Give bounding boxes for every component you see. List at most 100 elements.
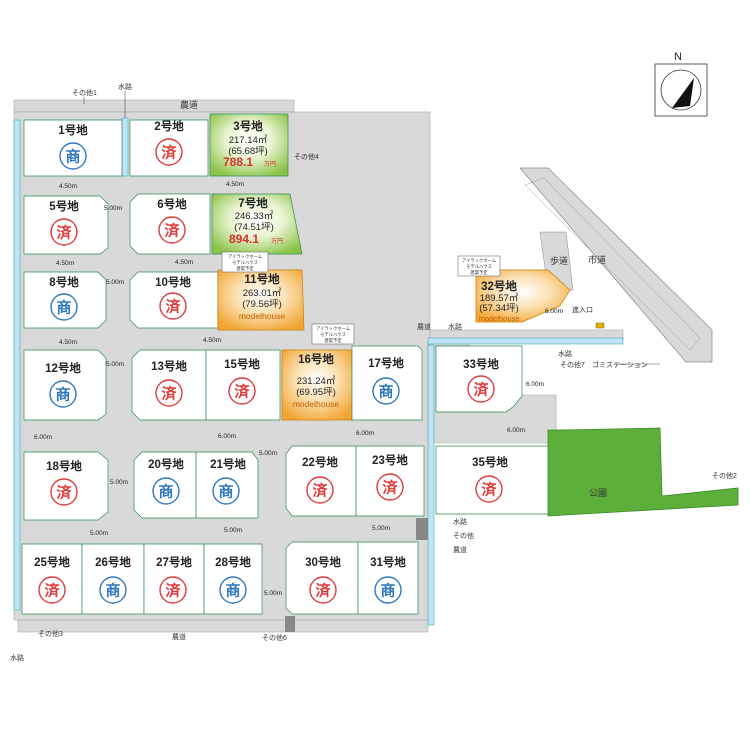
status-seals: 商 済 済 済 商 済 商 済 済 商 済 商 商 済 済 済 商 済 商 済 …	[38, 138, 503, 604]
svg-text:済: 済	[312, 482, 328, 500]
model-house-notes: アイラックホーム モデルハウス 建築予定 アイラックホーム モデルハウス 建築予…	[221, 251, 501, 345]
commercial-seal: 商	[219, 576, 247, 604]
svg-text:4.50m: 4.50m	[59, 339, 77, 346]
svg-text:モデルハウス: モデルハウス	[466, 263, 492, 270]
svg-text:6.00m: 6.00m	[526, 381, 544, 388]
lot-no: 20号地	[148, 457, 184, 471]
svg-text:建築予定: 建築予定	[470, 269, 488, 276]
label-entrance: 進入口	[572, 305, 593, 314]
lot-no: 21号地	[210, 457, 246, 471]
sold-seal: 済	[306, 476, 334, 504]
lot-no: 32号地	[481, 279, 517, 293]
svg-text:4.50m: 4.50m	[226, 181, 244, 188]
label-waterway-top: 水路	[118, 82, 132, 91]
svg-text:6.00m: 6.00m	[545, 308, 563, 315]
lot-area: 189.57㎡	[480, 293, 519, 304]
commercial-seal: 商	[212, 477, 240, 505]
lot-32[interactable]	[475, 269, 571, 323]
lot-no: 6号地	[157, 197, 187, 211]
lot-tsubo: (65.68坪)	[228, 145, 268, 157]
sold-seal: 済	[159, 576, 187, 604]
lot-area: 263.01㎡	[243, 288, 282, 299]
label-other-lower: その他	[453, 531, 474, 540]
sold-seal: 済	[309, 576, 337, 604]
lot-area: 231.24㎡	[297, 376, 336, 387]
map-labels: その他1 水路 農道 その他4 農道 水路 歩道 市道 進入口 水路 その他7 …	[10, 82, 737, 662]
label-farm-road-mid: 農道	[417, 322, 431, 331]
svg-text:モデルハウス: モデルハウス	[232, 259, 258, 266]
lot-tsubo: (79.56坪)	[242, 298, 282, 310]
svg-text:商: 商	[65, 148, 80, 166]
svg-text:済: 済	[165, 298, 181, 316]
lot-no: 2号地	[154, 119, 184, 133]
svg-text:アイラックホーム: アイラックホーム	[462, 258, 497, 264]
svg-text:商: 商	[55, 386, 70, 404]
sold-seal: 済	[228, 377, 256, 405]
modelhouse-tag: modelhouse	[293, 399, 340, 409]
svg-text:5.00m: 5.00m	[106, 361, 124, 368]
lot-no: 10号地	[155, 275, 191, 289]
modelhouse-tag: modelhouse	[239, 311, 286, 321]
lot-3[interactable]	[209, 113, 289, 177]
sold-seal: 済	[50, 478, 78, 506]
lot-no: 33号地	[463, 357, 499, 371]
svg-text:商: 商	[56, 299, 71, 317]
sold-seal: 済	[159, 292, 187, 320]
svg-text:アイラックホーム: アイラックホーム	[316, 326, 351, 332]
label-waterway-bottom: 水路	[10, 653, 24, 662]
label-other4: その他4	[294, 152, 319, 161]
north-compass: N	[654, 51, 708, 117]
svg-text:商: 商	[158, 483, 173, 501]
lot-no: 30号地	[305, 555, 341, 569]
svg-text:5.00m: 5.00m	[224, 527, 242, 534]
commercial-seal: 商	[372, 377, 400, 405]
lot-no: 18号地	[46, 459, 82, 473]
svg-text:5.00m: 5.00m	[259, 450, 277, 457]
lot-no: 11号地	[244, 272, 280, 286]
modelhouse-tag: modelhouse	[479, 314, 520, 323]
lot-price: 894.1	[229, 232, 259, 246]
lot-area: 217.14㎡	[229, 135, 268, 146]
svg-text:5.00m: 5.00m	[372, 525, 390, 532]
sold-seal: 済	[158, 216, 186, 244]
price-unit: 万円	[271, 238, 283, 245]
lot-no: 15号地	[224, 357, 260, 371]
svg-text:済: 済	[382, 479, 398, 497]
svg-text:6.00m: 6.00m	[218, 433, 236, 440]
lot-11[interactable]	[217, 269, 305, 331]
label-sidewalk: 歩道	[550, 255, 568, 266]
sold-seal: 済	[155, 379, 183, 407]
lot-area: 246.33㎡	[235, 211, 274, 222]
svg-text:済: 済	[161, 144, 177, 162]
lot-no: 1号地	[58, 123, 88, 137]
svg-text:商: 商	[380, 582, 395, 600]
lot-tsubo: (69.95坪)	[296, 386, 336, 398]
svg-text:済: 済	[473, 381, 489, 399]
north-label: N	[674, 51, 682, 63]
commercial-seal: 商	[50, 293, 78, 321]
svg-text:5.00m: 5.00m	[110, 479, 128, 486]
lot-no: 28号地	[215, 555, 251, 569]
lot-no: 25号地	[34, 555, 70, 569]
svg-text:商: 商	[218, 483, 233, 501]
label-garbage-station: ゴミステーション	[592, 360, 648, 369]
sold-seal: 済	[38, 576, 66, 604]
svg-text:アイラックホーム: アイラックホーム	[228, 254, 263, 260]
lot-7[interactable]	[211, 193, 303, 255]
svg-text:モデルハウス: モデルハウス	[320, 331, 346, 338]
svg-text:商: 商	[225, 582, 240, 600]
lot-no: 7号地	[238, 196, 268, 210]
svg-text:済: 済	[165, 582, 181, 600]
label-farm-road-bottom: 農道	[172, 632, 186, 641]
lot-no: 3号地	[233, 119, 263, 133]
label-park: 公園	[589, 488, 607, 498]
svg-text:商: 商	[378, 383, 393, 401]
park	[547, 427, 739, 517]
commercial-seal: 商	[99, 576, 127, 604]
label-other2: その他2	[712, 471, 737, 480]
label-farm-road-lower: 農道	[453, 545, 467, 554]
svg-text:4.50m: 4.50m	[59, 183, 77, 190]
lot-no: 35号地	[472, 455, 508, 469]
lot-shapes	[21, 113, 571, 615]
